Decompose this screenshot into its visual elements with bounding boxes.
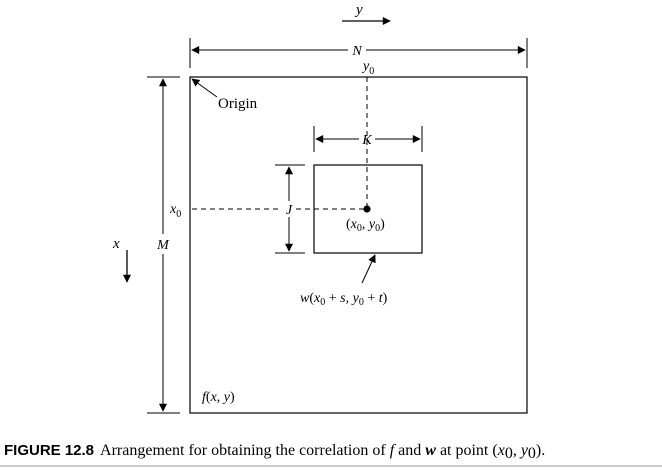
center-point-dot (363, 205, 371, 213)
y-axis-label: y (354, 2, 363, 18)
y0-label: y0 (361, 59, 374, 77)
k-label: K (361, 133, 372, 148)
w-label-arrow (361, 254, 376, 284)
x0-label: x0 (169, 202, 181, 220)
w-label: w(x0 + s, y0 + t) (300, 291, 388, 308)
mask-w-rectangle (313, 164, 423, 254)
center-point-label: (x0, y0) (346, 217, 385, 234)
m-label: M (156, 238, 170, 253)
origin-label: Origin (218, 96, 258, 112)
origin-arrow (191, 78, 218, 98)
x-axis-label: x (112, 236, 120, 252)
f-label: f(x, y) (202, 390, 235, 405)
image-f-rectangle (189, 76, 528, 414)
n-label: N (351, 44, 362, 59)
figure-number: FIGURE 12.8 (4, 442, 94, 459)
j-label: J (286, 203, 293, 218)
